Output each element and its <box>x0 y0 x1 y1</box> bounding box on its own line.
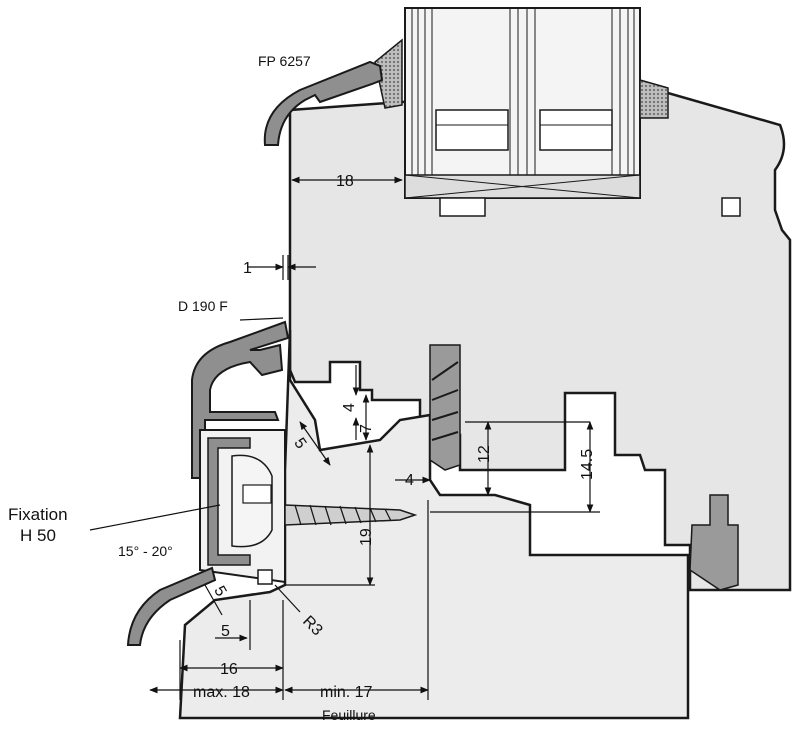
label-fp6257: FP 6257 <box>258 53 311 69</box>
spacer-left <box>435 109 509 151</box>
glazing-seal-right <box>639 79 669 119</box>
dim-16: 16 <box>220 661 238 678</box>
label-feuillure: Feuillure <box>322 707 376 723</box>
right-gasket <box>689 494 739 591</box>
label-angle: 15° - 20° <box>118 543 173 559</box>
label-fixation: Fixation <box>8 505 68 524</box>
glazing-unit <box>404 7 641 199</box>
label-d190f: D 190 F <box>178 298 228 314</box>
dim-min-17: min. 17 <box>320 684 373 701</box>
label-h50: H 50 <box>20 526 56 545</box>
dim-1: 1 <box>243 260 252 277</box>
dim-19: 19 <box>358 528 375 546</box>
glazing-seal-left <box>374 38 403 109</box>
d190f-profile <box>191 320 290 479</box>
r3-detail-box <box>257 569 273 585</box>
dim-18-top: 18 <box>336 173 354 190</box>
dim-5-bottom: 5 <box>221 623 230 640</box>
sash-wood-profile <box>288 83 792 592</box>
dim-4-mid: 4 <box>405 472 414 489</box>
dim-7: 7 <box>358 424 375 433</box>
dim-14-5: 14.5 <box>579 449 596 480</box>
lower-drip-profile <box>126 566 217 646</box>
dim-4-small: 4 <box>341 403 358 412</box>
spacer-right <box>539 109 613 151</box>
dim-max-18: max. 18 <box>193 684 250 701</box>
fp6257-profile <box>263 60 384 146</box>
dim-12: 12 <box>476 445 493 463</box>
screw <box>284 504 418 526</box>
